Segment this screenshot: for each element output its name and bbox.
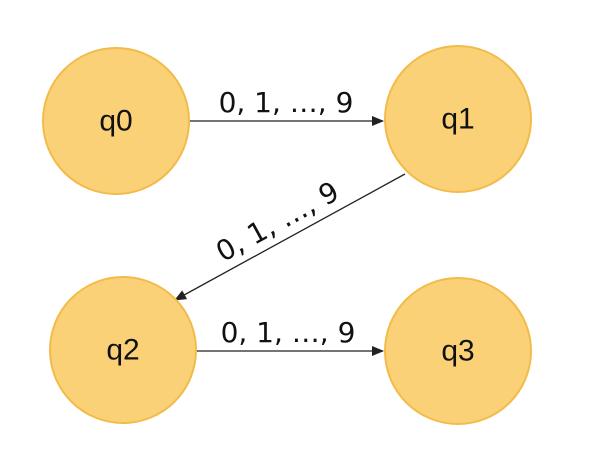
transition-q2-q3: 0, 1, …, 9 [196,316,384,356]
state-q0: q0 [42,47,190,195]
state-q2: q2 [49,276,197,424]
transition-label-q2-q3: 0, 1, …, 9 [221,316,356,349]
state-label-q0: q0 [99,105,132,138]
transition-label-q0-q1: 0, 1, …, 9 [219,86,354,119]
transition-label-q1-q2: 0, 1, …, 9 [210,175,344,269]
state-label-q3: q3 [441,335,474,368]
transition-q1-q2: 0, 1, …, 9 [174,173,406,301]
arrow-q1-q2 [174,173,406,301]
state-label-q2: q2 [106,334,139,367]
state-q1: q1 [384,45,532,193]
transition-q0-q1: 0, 1, …, 9 [189,86,384,126]
state-q3: q3 [384,277,532,425]
state-label-q1: q1 [441,103,474,136]
